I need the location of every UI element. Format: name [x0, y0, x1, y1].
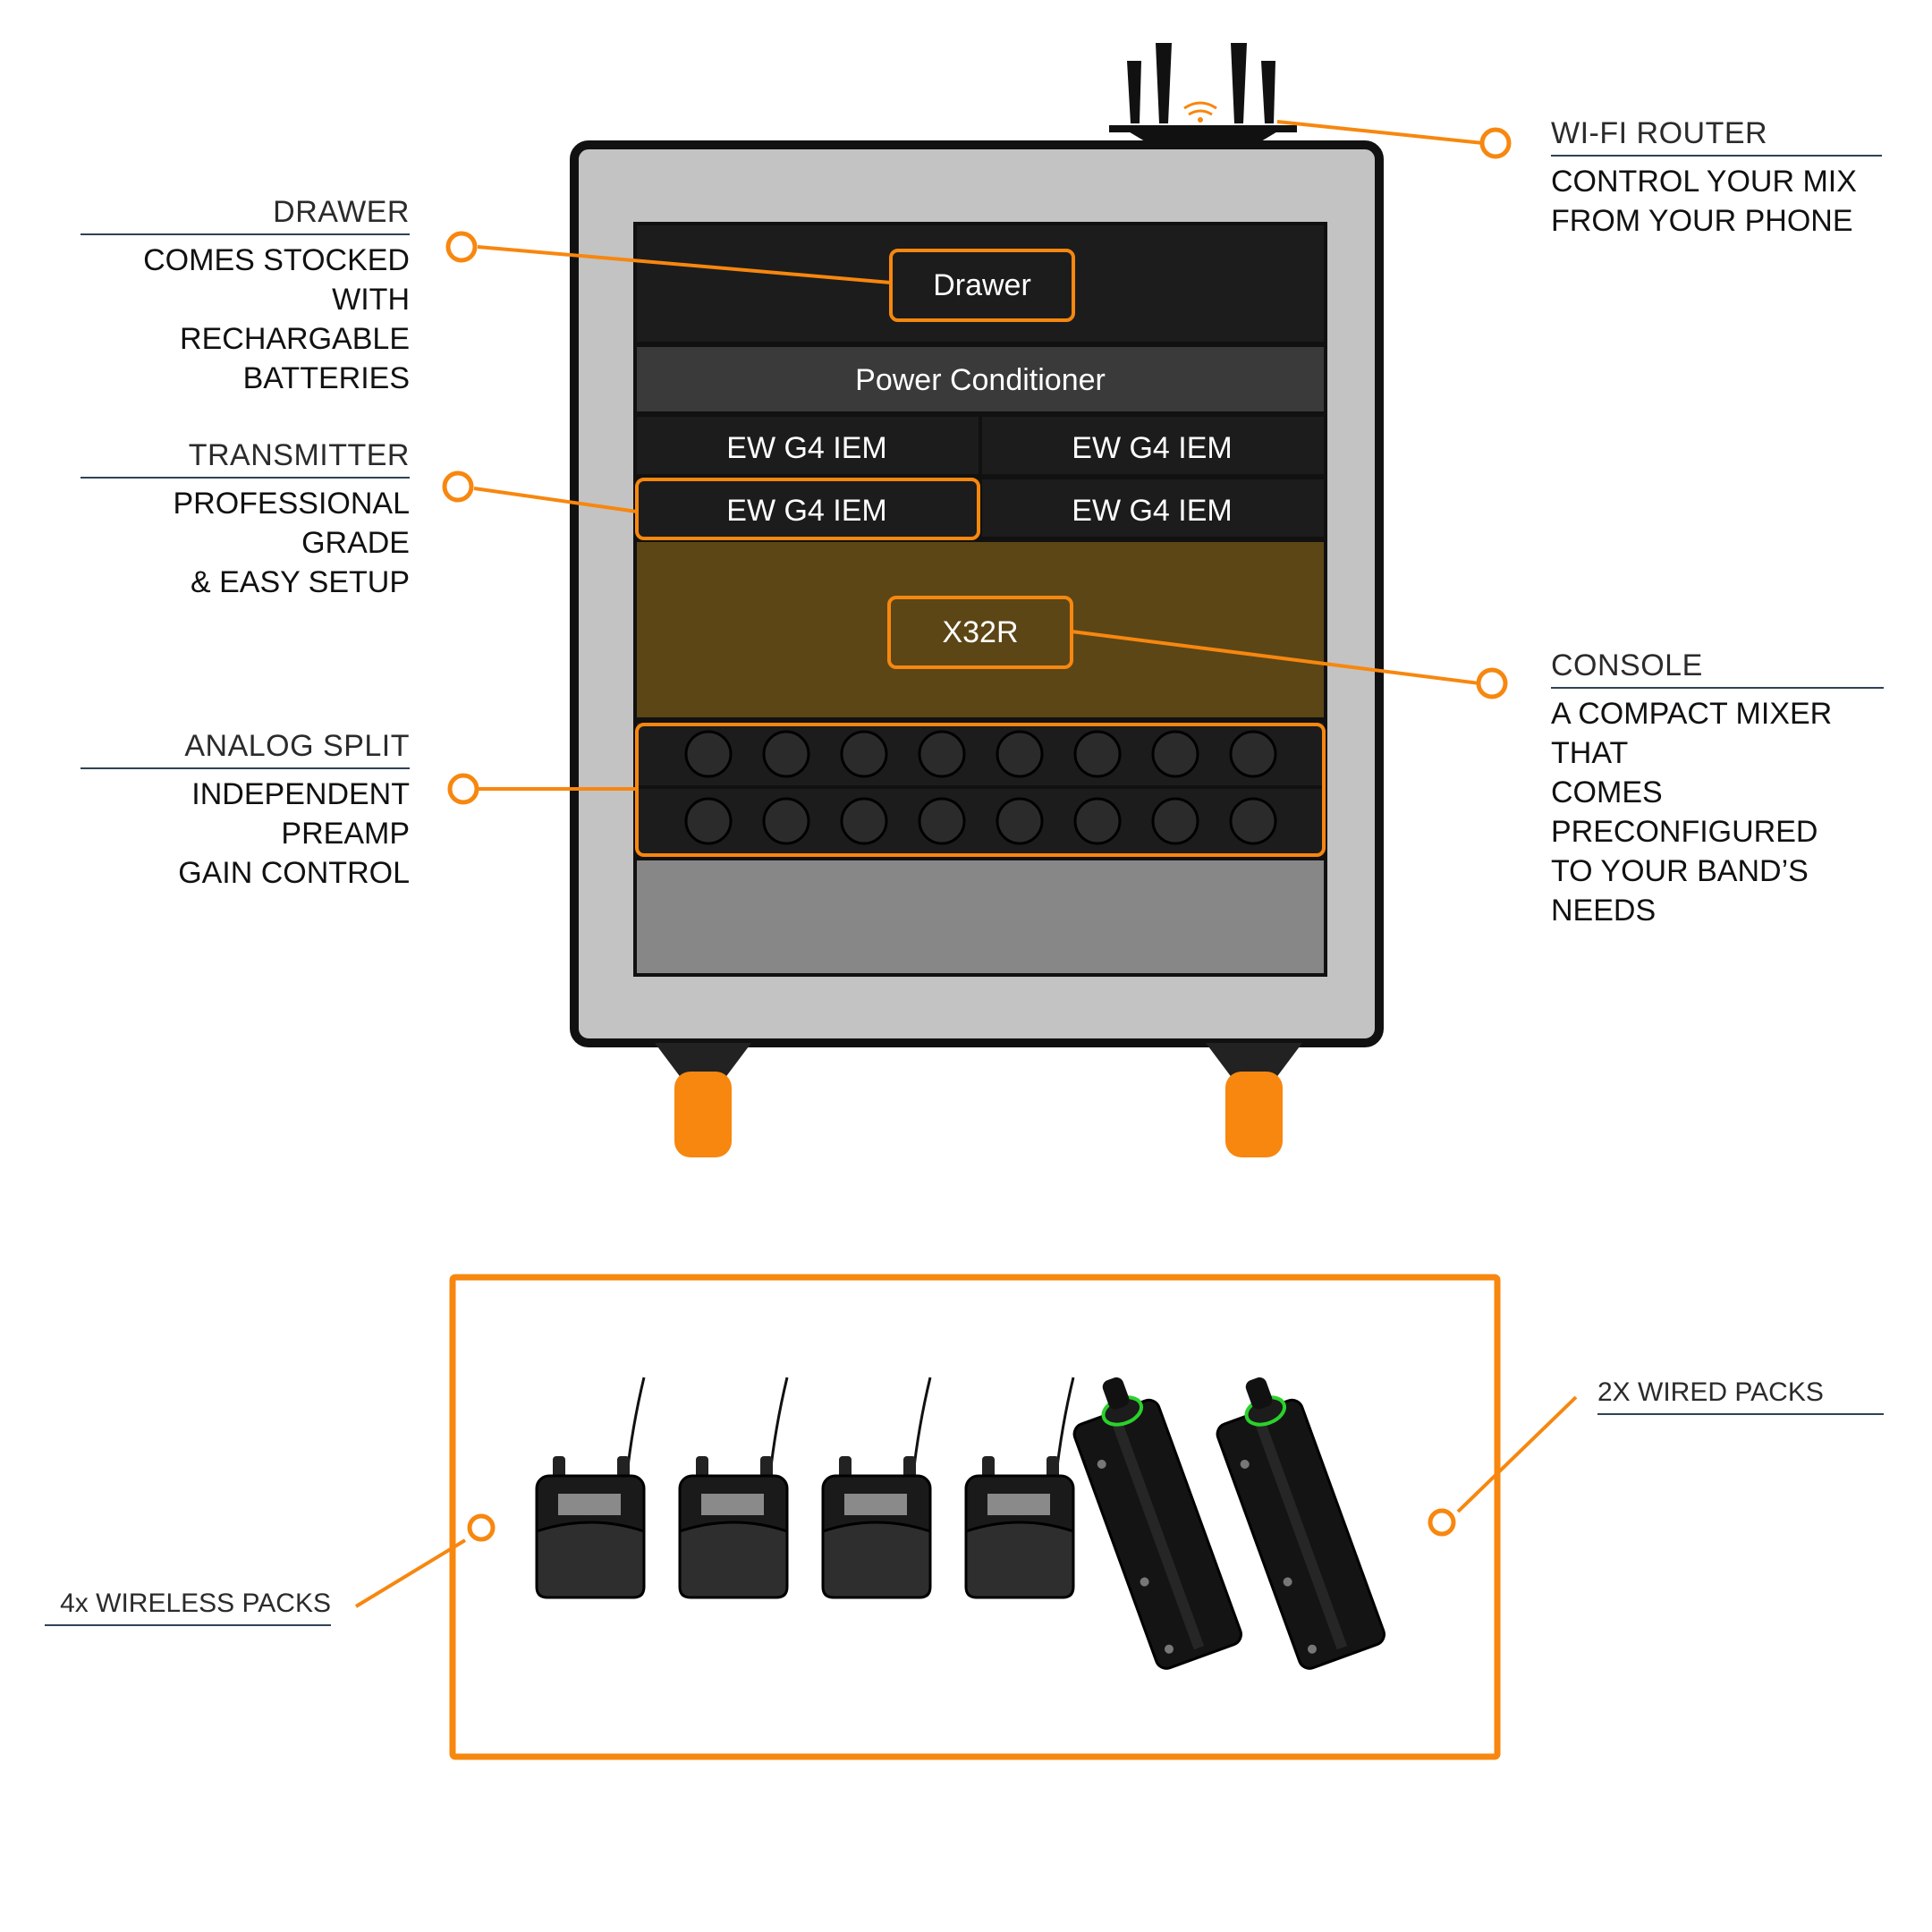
wifi-icon — [1183, 101, 1217, 123]
drawer-callout-line-1: COMES STOCKED WITH — [143, 243, 410, 317]
gain-knob — [1151, 730, 1199, 778]
drawer-label: Drawer — [933, 268, 1031, 302]
wired-pack — [1072, 1377, 1242, 1670]
wireless-bodypack — [964, 1377, 1075, 1599]
drawer-marker — [445, 231, 478, 263]
leader-lines — [354, 120, 1578, 1608]
transmitter-unit-2 — [982, 417, 1324, 474]
analog-split-marker — [447, 773, 479, 805]
gain-knob — [918, 797, 966, 845]
gain-knob — [840, 797, 888, 845]
console-callout-title: CONSOLE — [1551, 648, 1884, 689]
wireless-bodypack — [678, 1377, 789, 1599]
console-marker — [1476, 667, 1508, 699]
transmitter-label-3: EW G4 IEM — [726, 494, 886, 528]
caster-right — [1225, 1072, 1283, 1157]
gain-knob — [840, 730, 888, 778]
gain-knob — [762, 797, 810, 845]
analog-split-callout: ANALOG SPLIT INDEPENDENT PREAMP GAIN CON… — [80, 729, 410, 893]
transmitter-highlight — [635, 478, 980, 540]
analog-split-row-2 — [637, 789, 1324, 855]
gain-knob — [918, 730, 966, 778]
console-callout-line-2: COMES PRECONFIGURED — [1551, 775, 1818, 849]
gain-knob — [684, 730, 733, 778]
console-callout: CONSOLE A COMPACT MIXER THAT COMES PRECO… — [1551, 648, 1884, 930]
transmitter-callout: TRANSMITTER PROFESSIONAL GRADE & EASY SE… — [80, 438, 410, 602]
gain-knob — [1229, 730, 1277, 778]
wireless-packs-marker — [467, 1513, 496, 1542]
transmitter-label-4: EW G4 IEM — [1072, 494, 1232, 528]
wifi-router-callout-title: WI-FI ROUTER — [1551, 116, 1882, 157]
power-conditioner-unit — [637, 347, 1324, 411]
wired-pack — [1216, 1377, 1385, 1670]
drawer-unit — [637, 225, 1324, 342]
gain-knob — [1073, 730, 1122, 778]
transmitter-label-1: EW G4 IEM — [726, 431, 886, 465]
analog-split-row-1 — [637, 723, 1324, 785]
gain-knob — [762, 730, 810, 778]
console-label: X32R — [942, 615, 1018, 649]
wired-packs — [1072, 1377, 1385, 1670]
wired-packs-marker — [1428, 1508, 1456, 1537]
gain-knob — [1151, 797, 1199, 845]
wifi-router-callout-line-1: CONTROL YOUR MIX — [1551, 165, 1857, 199]
analog-split-callout-line-1: INDEPENDENT PREAMP — [191, 777, 410, 851]
wifi-router-callout-line-2: FROM YOUR PHONE — [1551, 204, 1853, 238]
gain-knob — [684, 797, 733, 845]
console-unit — [637, 542, 1324, 717]
drawer-callout-title: DRAWER — [80, 195, 410, 235]
transmitter-callout-title: TRANSMITTER — [80, 438, 410, 479]
rack-case: Drawer Power Conditioner EW G4 IEM EW G4… — [570, 140, 1384, 1157]
console-callout-line-3: TO YOUR BAND’S NEEDS — [1551, 854, 1809, 928]
gain-knob — [1229, 797, 1277, 845]
drawer-highlight — [889, 249, 1075, 322]
wired-packs-label: 2X WIRED PACKS — [1597, 1377, 1884, 1415]
wireless-packs-label: 4x WIRELESS PACKS — [45, 1589, 331, 1626]
drawer-callout: DRAWER COMES STOCKED WITH RECHARGABLE BA… — [80, 195, 410, 398]
analog-split-callout-line-2: GAIN CONTROL — [178, 856, 410, 890]
wifi-router — [1109, 43, 1297, 141]
transmitter-callout-line-2: & EASY SETUP — [190, 565, 410, 599]
callout-markers — [442, 127, 1512, 1542]
gain-knob — [996, 797, 1044, 845]
caster-left — [674, 1072, 732, 1157]
wireless-packs — [535, 1377, 1075, 1599]
analog-split-callout-title: ANALOG SPLIT — [80, 729, 410, 769]
transmitter-label-2: EW G4 IEM — [1072, 431, 1232, 465]
wireless-bodypack — [821, 1377, 932, 1599]
packs-highlight-box — [449, 1274, 1501, 1760]
blank-panel — [637, 860, 1324, 973]
drawer-callout-line-2: RECHARGABLE BATTERIES — [180, 322, 410, 395]
transmitter-callout-line-1: PROFESSIONAL GRADE — [173, 487, 410, 560]
wireless-bodypack — [535, 1377, 646, 1599]
wifi-router-callout: WI-FI ROUTER CONTROL YOUR MIX FROM YOUR … — [1551, 116, 1882, 241]
transmitter-unit-3 — [637, 479, 979, 537]
console-callout-line-1: A COMPACT MIXER THAT — [1551, 697, 1833, 770]
transmitter-unit-4 — [982, 479, 1324, 537]
wifi-router-marker — [1479, 127, 1512, 159]
transmitter-unit-1 — [637, 417, 979, 474]
gain-knob — [1073, 797, 1122, 845]
analog-split-knobs — [684, 730, 1277, 845]
transmitter-marker — [442, 470, 474, 503]
power-conditioner-label: Power Conditioner — [855, 363, 1106, 397]
gain-knob — [996, 730, 1044, 778]
